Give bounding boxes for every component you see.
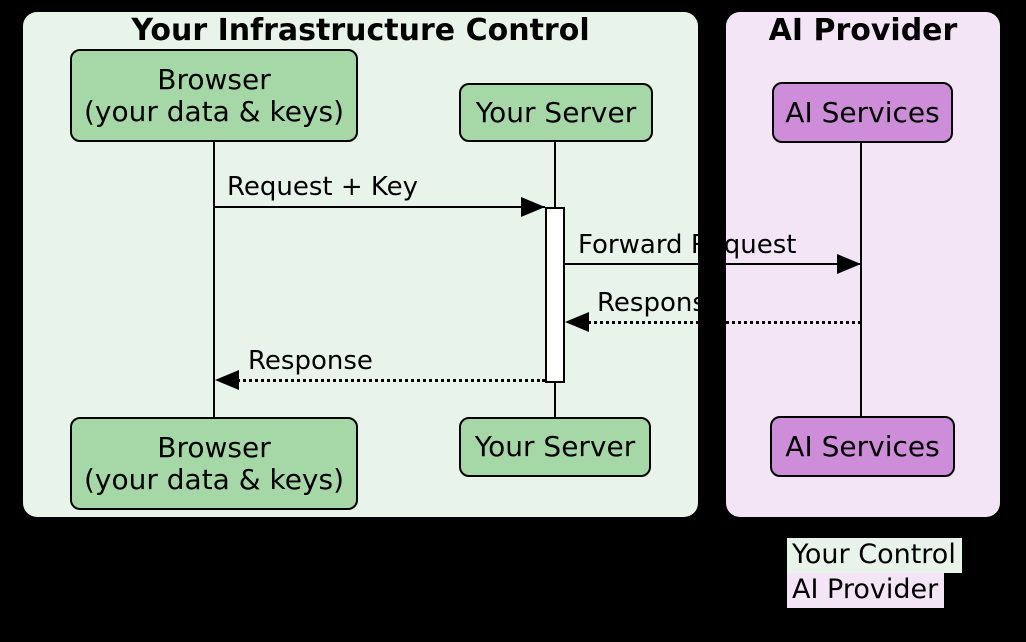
frame-gap bbox=[698, 0, 726, 642]
actor-your-server-label: Your Server bbox=[474, 430, 636, 463]
ai-provider-frame-title: AI Provider bbox=[768, 13, 958, 48]
lifeline-browser bbox=[213, 141, 215, 417]
actor-your-server-label: Your Server bbox=[475, 95, 637, 129]
actor-ai-services-label: AI Services bbox=[785, 95, 940, 129]
activation-bar-your-server bbox=[545, 207, 565, 383]
actor-browser-top: Browser (your data & keys) bbox=[70, 49, 358, 142]
actor-your-server-top: Your Server bbox=[459, 83, 653, 142]
actor-browser-label-line1: Browser bbox=[157, 62, 271, 96]
arrowhead-left-icon bbox=[215, 370, 239, 390]
message-response-to-browser-line bbox=[220, 379, 545, 382]
legend: Your Control AI Provider bbox=[787, 538, 962, 608]
message-request-key-line bbox=[214, 206, 545, 208]
actor-browser-label-line1: Browser bbox=[157, 430, 271, 464]
message-response-to-browser-label: Response bbox=[248, 346, 373, 376]
actor-ai-services-label: AI Services bbox=[785, 429, 940, 463]
actor-ai-services-top: AI Services bbox=[772, 82, 953, 143]
message-forward-request-label: Forward Request bbox=[578, 230, 797, 260]
your-infrastructure-frame-title: Your Infrastructure Control bbox=[131, 13, 590, 48]
arrowhead-right-icon bbox=[837, 254, 861, 274]
actor-browser-label-line2: (your data & keys) bbox=[83, 94, 344, 128]
actor-browser-label-line2: (your data & keys) bbox=[83, 462, 344, 496]
actor-browser-bottom: Browser (your data & keys) bbox=[70, 417, 358, 510]
actor-ai-services-bottom: AI Services bbox=[770, 416, 955, 477]
actor-your-server-bottom: Your Server bbox=[459, 417, 651, 477]
arrowhead-left-icon bbox=[565, 312, 589, 332]
message-request-key-label: Request + Key bbox=[227, 172, 419, 202]
lifeline-ai-services bbox=[860, 142, 862, 416]
legend-row-your-control: Your Control bbox=[787, 538, 962, 573]
legend-row-ai-provider: AI Provider bbox=[787, 573, 945, 608]
arrowhead-right-icon bbox=[521, 197, 545, 217]
